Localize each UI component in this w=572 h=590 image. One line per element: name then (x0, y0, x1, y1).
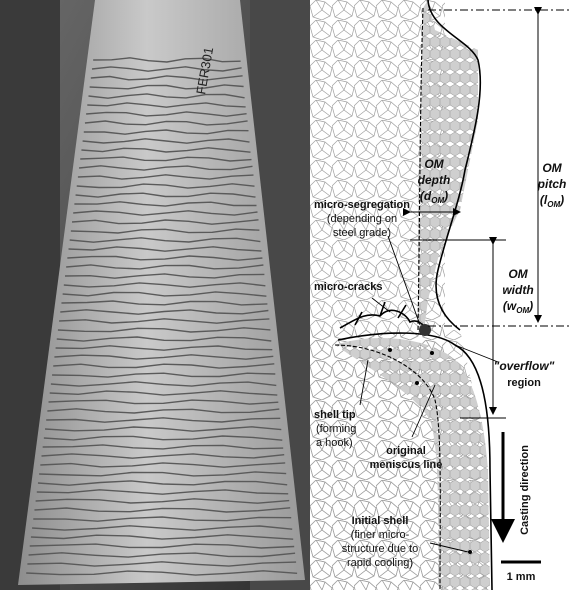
svg-text:(lOM): (lOM) (540, 193, 564, 209)
svg-text:micro-segregation: micro-segregation (314, 199, 410, 211)
svg-text:(forming: (forming (316, 423, 356, 435)
om-pitch-label: OM pitch (lOM) (537, 161, 567, 209)
svg-text:pitch: pitch (537, 177, 567, 191)
svg-text:(depending on: (depending on (327, 213, 397, 225)
shell-tip-label: shell tip (forming a hook) (314, 409, 356, 449)
svg-text:structure due to: structure due to (342, 543, 418, 555)
svg-text:steel grade): steel grade) (333, 227, 391, 239)
svg-text:Initial shell: Initial shell (352, 515, 409, 527)
svg-text:(finer micro-: (finer micro- (351, 529, 410, 541)
leader-dot-1 (430, 351, 434, 355)
om-width-label: OM width (wOM) (502, 267, 533, 315)
svg-text:width: width (502, 283, 533, 297)
svg-text:depth: depth (418, 173, 451, 187)
svg-text:OM: OM (508, 267, 528, 281)
svg-text:(wOM): (wOM) (503, 299, 533, 315)
overflow-label: "overflow" region (494, 359, 555, 389)
svg-text:a hook): a hook) (316, 437, 353, 449)
casting-direction-label: Casting direction (519, 445, 531, 535)
micro-cracks-label: micro-cracks (314, 281, 383, 293)
scale-bar-label: 1 mm (507, 571, 536, 583)
leader-dot-2 (415, 381, 419, 385)
svg-text:OM: OM (542, 161, 562, 175)
leader-dot-3 (388, 348, 392, 352)
leader-dot-4 (468, 550, 472, 554)
oscillation-mark-schematic: OM pitch (lOM) OM depth (dOM) OM width (… (310, 0, 572, 590)
svg-text:shell tip: shell tip (314, 409, 356, 421)
svg-text:OM: OM (424, 157, 444, 171)
svg-text:"overflow": "overflow" (494, 359, 555, 373)
svg-text:meniscus line: meniscus line (370, 459, 443, 471)
svg-text:region: region (507, 377, 541, 389)
svg-text:rapid cooling): rapid cooling) (347, 557, 413, 569)
svg-text:original: original (386, 445, 426, 457)
slab-surface-photo: FER301 (0, 0, 310, 590)
